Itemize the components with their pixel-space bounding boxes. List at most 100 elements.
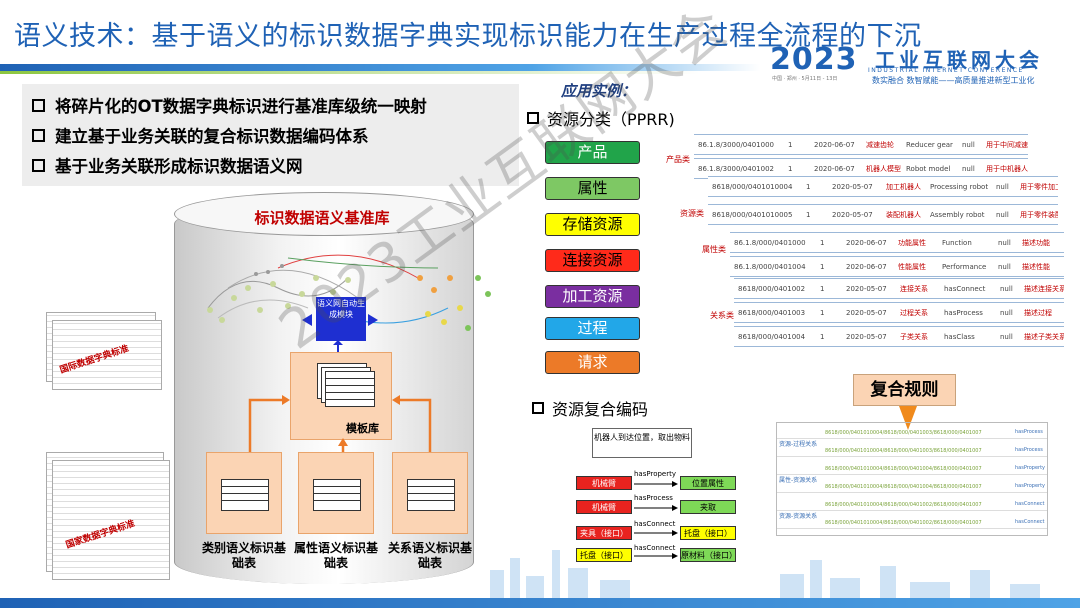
rule-relation: hasProperty [1015, 483, 1045, 489]
cell: null [1000, 332, 1013, 341]
rule-relation: hasProcess [1015, 447, 1043, 453]
encoding-title: 资源复合编码 [552, 400, 649, 419]
cell: null [962, 140, 975, 149]
cell: 8618/000/0401010004 [712, 182, 793, 191]
rule-relation: hasConnect [1015, 501, 1045, 507]
cell: Processing robot [930, 182, 989, 191]
cell: hasClass [944, 332, 975, 341]
cell: 2020-05-07 [846, 284, 887, 293]
cell: 功能属性 [898, 238, 926, 247]
bullet-item: 将碎片化的OT数据字典标识进行基准库级统一映射 [32, 90, 519, 120]
encoding-note: 机器人到达位置，取出物料 [592, 428, 692, 458]
square-bullet-icon [32, 98, 45, 112]
cell: 2020-06-07 [814, 164, 855, 173]
cell: Reducer gear [906, 140, 953, 149]
cell: 性能属性 [898, 262, 926, 271]
cell: null [962, 164, 975, 173]
auto-generation-module: 语义网自动生成模块 [316, 297, 366, 341]
encoding-left-node: 机械臂 [576, 476, 632, 490]
cell: 1 [820, 284, 825, 293]
rule-row: 8618/000/0401010004/8618/000/0401004/861… [777, 481, 1047, 493]
rule-relation: hasProperty [1015, 465, 1045, 471]
encoding-relation: hasProperty [634, 470, 676, 478]
cell: 机器人模型 [866, 164, 901, 173]
table-row: 8618/000/0401002 1 2020-05-07 连接关系 hasConnec… [734, 278, 1064, 299]
conference-english: INDUSTRIAL INTERNET CONFERENCE [868, 67, 1024, 74]
pprr-section-heading: 资源分类（PPRR) [527, 106, 675, 130]
cell: 2020-05-07 [832, 210, 873, 219]
encoding-section-heading: 资源复合编码 [532, 396, 648, 420]
rule-row: 8618/000/0401010004/8618/000/0401002/861… [777, 499, 1047, 511]
conference-name: 工业互联网大会 [875, 48, 1043, 72]
table-icon [407, 479, 455, 511]
bullet-text: 建立基于业务关联的复合标识数据编码体系 [55, 127, 369, 146]
cell: null [996, 210, 1009, 219]
table-group-label: 属性类 [702, 245, 726, 254]
standard-document-sheet [52, 320, 162, 390]
bullet-item: 建立基于业务关联的复合标识数据编码体系 [32, 120, 519, 150]
auto-generation-label: 语义网自动生成模块 [317, 299, 365, 319]
category-attribute: 属性 [545, 177, 640, 200]
table-group-label: 关系类 [710, 311, 734, 320]
standard-documents: 国际数据字典标准 国家数据字典标准 [46, 312, 171, 580]
bullet-panel: 将碎片化的OT数据字典标识进行基准库级统一映射 建立基于业务关联的复合标识数据编… [22, 84, 519, 186]
cell: 描述连接关系 [1024, 284, 1064, 293]
cell: 用于中间减速 [986, 140, 1028, 149]
square-bullet-icon [532, 402, 544, 414]
encoding-left-node: 机械臂 [576, 500, 632, 514]
cell: 86.1.8/3000/0401000 [698, 140, 774, 149]
category-storage-resource: 存储资源 [545, 213, 640, 236]
encoding-relation: hasConnect [634, 520, 676, 528]
rule-category: 资源-资源关系 [779, 513, 818, 520]
template-library [290, 352, 392, 440]
table-group-label: 产品类 [666, 155, 690, 164]
template-table-icon [325, 371, 375, 407]
cell: hasConnect [944, 284, 986, 293]
cell: 2020-05-07 [846, 308, 887, 317]
cell: 用于零件加工 [1020, 182, 1058, 191]
encoding-right-node: 原材料（接口） [680, 548, 737, 562]
encoding-relation: hasProcess [634, 494, 673, 502]
relation-base-label: 关系语义标识基础表 [387, 541, 472, 570]
attribute-base-table [298, 452, 374, 534]
cell: 加工机器人 [886, 182, 921, 191]
cell: 连接关系 [900, 284, 928, 293]
conference-slogan: 数实融合 数智赋能——高质量推进新型工业化 [872, 76, 1035, 85]
cell: 子类关系 [900, 332, 928, 341]
bullet-text: 基于业务关联形成标识数据语义网 [55, 157, 303, 176]
cell: 1 [806, 182, 811, 191]
cell: 86.1.8/000/0401004 [734, 262, 806, 271]
square-bullet-icon [32, 128, 45, 142]
semantic-network-graph [207, 254, 491, 331]
cell: 2020-06-07 [846, 262, 887, 271]
square-bullet-icon [32, 158, 45, 172]
template-library-label: 模板库 [346, 422, 379, 435]
application-title: 应用实例： [561, 82, 637, 100]
rule-category: 资源-过程关系 [779, 441, 818, 448]
connector-arrows [248, 395, 432, 454]
relation-base-table [392, 452, 468, 534]
cell: 2020-06-07 [814, 140, 855, 149]
cell: 1 [788, 164, 793, 173]
cell: 2020-05-07 [832, 182, 873, 191]
cell: 过程关系 [900, 308, 928, 317]
cell: 2020-06-07 [846, 238, 887, 247]
rule-row: 8618/000/0401010004/8618/000/0401003/861… [777, 445, 1047, 457]
encoding-left-node: 夹具（接口） [576, 526, 632, 540]
category-product: 产品 [545, 141, 640, 164]
cell: 8618/000/0401004 [738, 332, 806, 341]
category-process: 过程 [545, 317, 640, 340]
cell: null [998, 262, 1011, 271]
encoding-right-node: 托盘（接口） [680, 526, 736, 540]
category-base-label: 类别语义标识基础表 [201, 541, 286, 570]
bullet-item: 基于业务关联形成标识数据语义网 [32, 150, 519, 180]
rule-row: 8618/000/0401010004/8618/000/0401004/861… [777, 463, 1047, 475]
cell: null [996, 182, 1009, 191]
cell: 8618/000/0401002 [738, 284, 806, 293]
attribute-base-label: 属性语义标识基础表 [293, 541, 378, 570]
encoding-right-node: 夹取 [680, 500, 736, 514]
cell: 2020-05-07 [846, 332, 887, 341]
rule-row: 8618/000/0401010004/8618/000/0401003/861… [777, 427, 1047, 439]
